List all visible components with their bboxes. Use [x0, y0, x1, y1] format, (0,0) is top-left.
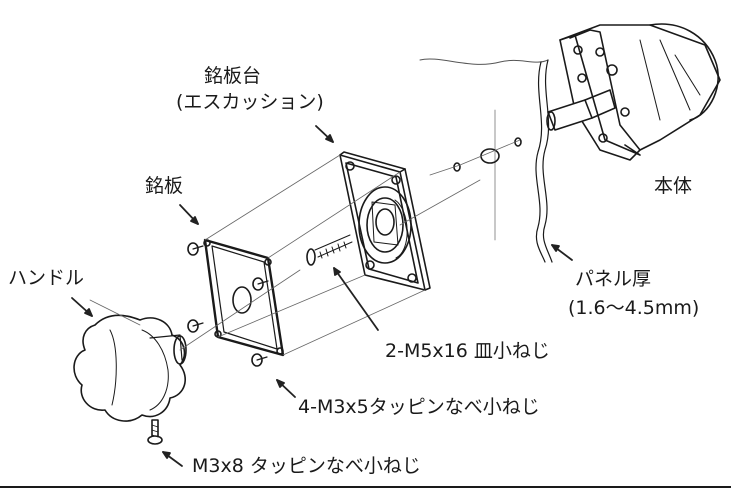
handle-label: ハンドル: [8, 267, 85, 289]
flat-screw-label: 2-M5x16 皿小ねじ: [385, 340, 550, 362]
panel-thickness-label: パネル厚: [575, 268, 652, 290]
handle-screw: [147, 419, 163, 445]
bottom-border: [0, 486, 731, 488]
escutcheon-label-kana: (エスカッション): [176, 91, 324, 113]
panel-center-hole: [480, 148, 500, 164]
escutcheon-plate: [339, 151, 431, 291]
tapping-screws-set: [187, 242, 269, 367]
leader-arrows: [71, 125, 573, 467]
panel-thickness-range: (1.6〜4.5mm): [568, 297, 700, 319]
nameplate-label: 銘板: [145, 175, 184, 197]
main-body-unit: [546, 23, 721, 161]
alignment-lines: [89, 139, 521, 356]
body-label: 本体: [654, 175, 693, 197]
handle-screw-label: M3x8 タッピンなべ小ねじ: [192, 455, 421, 477]
tapping-screw-set-label: 4-M3x5タッピンなべ小ねじ: [298, 396, 540, 418]
nameplate-frame: [203, 238, 285, 357]
handle-knob: [73, 314, 187, 422]
panel-section: [419, 58, 553, 263]
flat-screw-pair: [306, 234, 353, 266]
escutcheon-label-jp: 銘板台: [204, 65, 262, 87]
